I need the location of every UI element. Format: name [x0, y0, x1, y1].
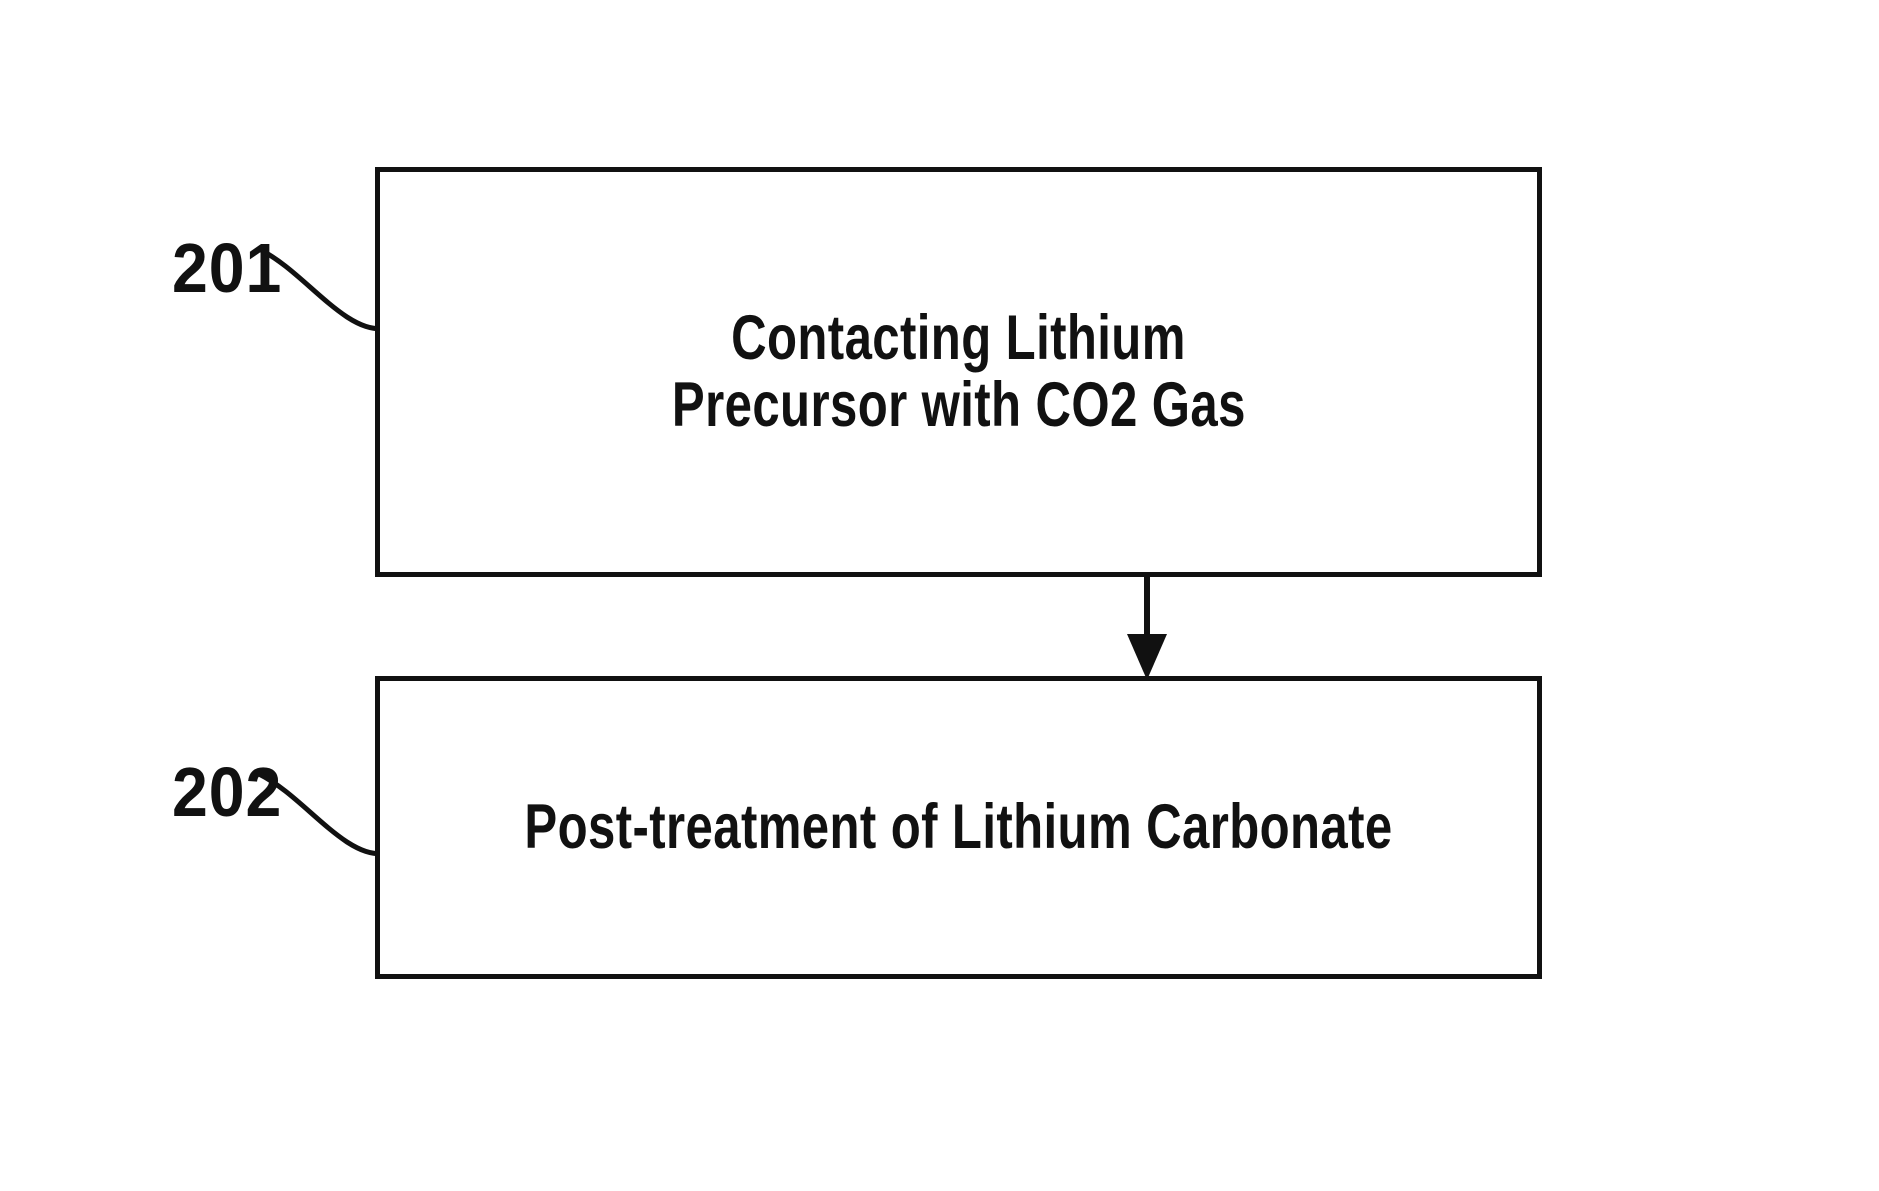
process-box-201[interactable]: Contacting Lithium Precursor with CO2 Ga…	[375, 167, 1542, 577]
arrow-down-icon	[1127, 576, 1167, 680]
reference-numeral-201: 201	[172, 229, 283, 307]
arrow-head	[1127, 634, 1167, 680]
arrow-stem	[1144, 576, 1150, 640]
reference-numeral-202: 202	[172, 753, 283, 831]
process-box-202-line-1: Post-treatment of Lithium Carbonate	[524, 792, 1393, 863]
process-box-202[interactable]: Post-treatment of Lithium Carbonate	[375, 676, 1542, 979]
process-box-201-line-1: Contacting Lithium	[731, 303, 1186, 374]
process-box-201-line-2: Precursor with CO2 Gas	[671, 370, 1246, 440]
